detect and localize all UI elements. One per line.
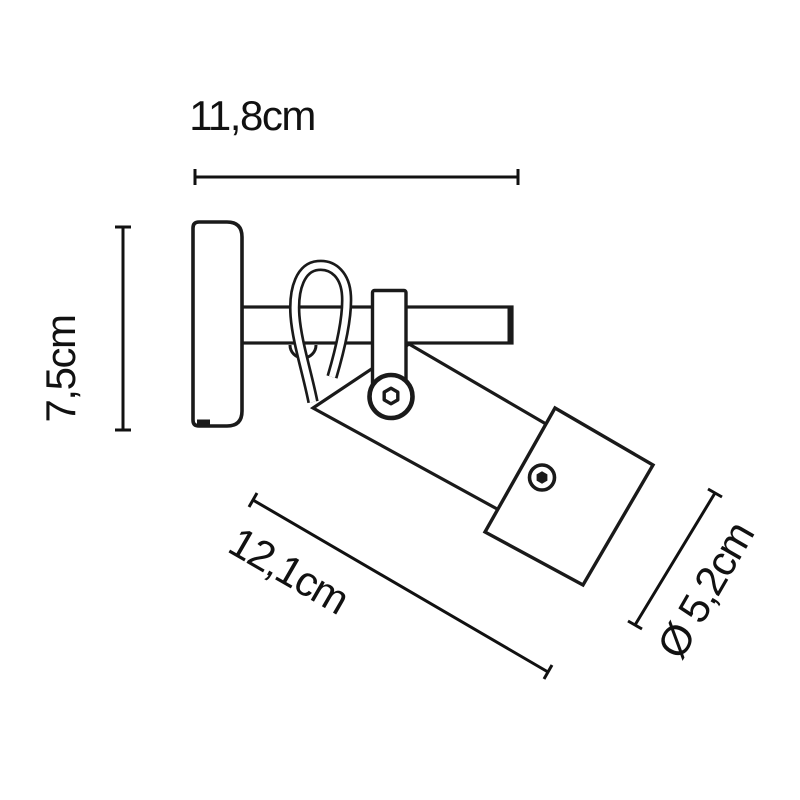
dimension-width-ticks (193, 169, 520, 185)
head-screw-socket (536, 471, 548, 484)
dimension-length-line (252, 498, 549, 674)
cable-core (291, 262, 350, 403)
wall-plate-notch (197, 419, 210, 425)
width-label: 11,8cm (189, 92, 315, 139)
dimension-width (193, 169, 520, 185)
dimension-length (247, 492, 554, 680)
dimension-height-ticks (115, 225, 131, 432)
hinge-bracket (370, 288, 408, 388)
lamp-head (482, 405, 656, 588)
dimension-length-ticks (247, 492, 554, 680)
dimension-height (115, 225, 131, 432)
dimension-diameter-line (633, 492, 717, 626)
length-label: 12,1cm (221, 518, 356, 623)
wall-plate (191, 220, 244, 428)
height-label: 7,5cm (37, 316, 84, 423)
cable-loop (288, 259, 353, 404)
dimension-diameter-ticks (627, 487, 723, 631)
diameter-label: Ø 5,2cm (648, 514, 763, 666)
pivot-hex-socket (382, 386, 400, 406)
dimension-diameter (627, 487, 723, 631)
